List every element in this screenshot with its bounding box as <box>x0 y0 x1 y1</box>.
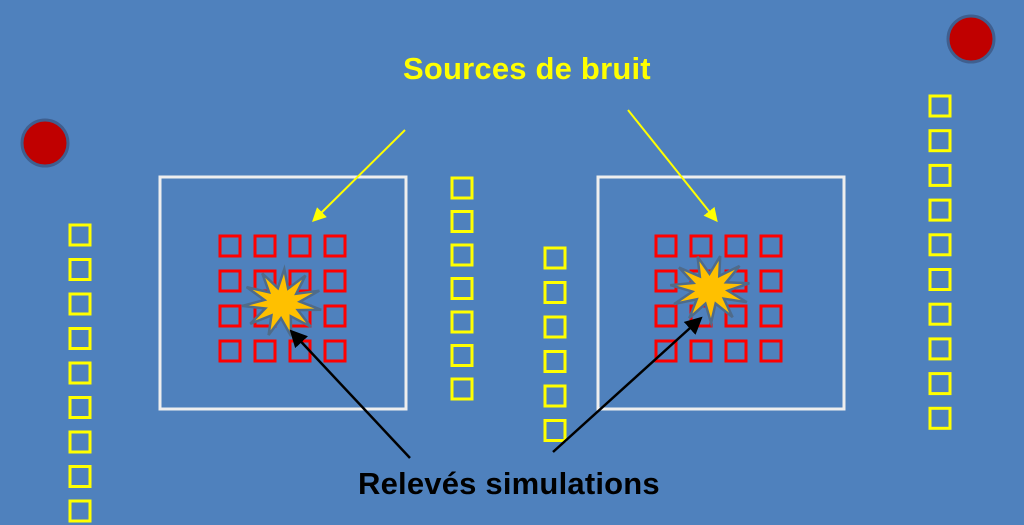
sensor-icon-yellow <box>68 396 92 419</box>
sensor-icon-yellow <box>68 292 92 316</box>
sensor-icon-red <box>654 304 678 328</box>
sensor-icon-red <box>323 269 347 293</box>
red-dot-icon <box>946 14 996 64</box>
explosion-burst-icon <box>669 255 750 328</box>
sensor-icon-yellow <box>928 129 952 153</box>
sensor-icon-red <box>218 339 242 363</box>
sensor-icon-red <box>759 304 783 328</box>
sensor-icon-red <box>218 269 242 293</box>
sensor-icon-red <box>689 234 713 258</box>
sensor-icon-yellow <box>68 361 92 385</box>
sensor-icon-red <box>218 234 242 258</box>
sensor-icon-yellow <box>450 377 474 401</box>
simulation-readings-label: Relevés simulations <box>358 466 660 501</box>
sensor-icon-yellow <box>68 465 92 488</box>
sensor-icon-yellow <box>68 223 92 247</box>
sensor-icon-yellow <box>543 246 567 270</box>
sensor-icon-red <box>759 339 783 363</box>
red-dot-icon <box>20 118 70 168</box>
sensor-icon-red <box>654 269 678 293</box>
sensor-icon-red <box>323 339 347 363</box>
sensor-icon-yellow <box>68 327 92 350</box>
sensor-icon-yellow <box>450 176 474 200</box>
room-right <box>596 175 846 411</box>
sensor-icon-red <box>759 234 783 258</box>
sensor-icon-yellow <box>450 277 474 300</box>
sensor-icon-yellow <box>543 384 567 408</box>
sensor-icon-red <box>724 339 748 363</box>
sensor-icon-yellow <box>928 94 952 118</box>
sensor-icon-yellow <box>68 430 92 454</box>
sensor-icon-yellow <box>928 406 952 430</box>
sensor-icon-yellow <box>928 337 952 361</box>
sensor-icon-yellow <box>450 210 474 233</box>
sensor-icon-yellow <box>68 258 92 281</box>
sensor-icon-red <box>724 234 748 258</box>
sensor-icon-yellow <box>928 302 952 326</box>
sensor-icon-red <box>288 269 312 293</box>
sensor-icon-yellow <box>543 315 567 339</box>
sensor-icon-red <box>724 304 748 328</box>
sensor-icon-yellow <box>928 163 952 187</box>
simulation-arrow-right <box>552 316 703 453</box>
sensor-icon-yellow <box>68 499 92 523</box>
sensor-icon-red <box>759 269 783 293</box>
sensor-layer <box>68 94 952 523</box>
sensor-icon-yellow <box>928 233 952 257</box>
sensor-icon-red <box>689 339 713 363</box>
simulation-arrow-left <box>289 329 411 459</box>
sensor-icon-yellow <box>543 419 567 442</box>
sensor-icon-yellow <box>450 310 474 334</box>
sensor-icon-red <box>323 234 347 258</box>
sensor-icon-yellow <box>450 243 474 267</box>
sensor-icon-red <box>253 234 277 258</box>
sensor-icon-red <box>654 339 678 363</box>
noise-source-arrow-left <box>312 129 406 222</box>
noise-source-arrow-right <box>627 109 718 223</box>
sensor-icon-red <box>323 304 347 328</box>
sensor-icon-yellow <box>928 372 952 396</box>
sensor-icon-yellow <box>543 281 567 304</box>
sensor-icon-yellow <box>543 350 567 373</box>
sensor-icon-red <box>218 304 242 328</box>
sensor-icon-red <box>253 339 277 363</box>
sensor-icon-yellow <box>928 198 952 222</box>
sensor-icon-yellow <box>450 344 474 367</box>
sensor-icon-red <box>654 234 678 258</box>
room-left <box>158 175 408 411</box>
sensor-icon-red <box>288 234 312 258</box>
noise-sources-label: Sources de bruit <box>403 51 651 86</box>
sensor-icon-yellow <box>928 268 952 291</box>
